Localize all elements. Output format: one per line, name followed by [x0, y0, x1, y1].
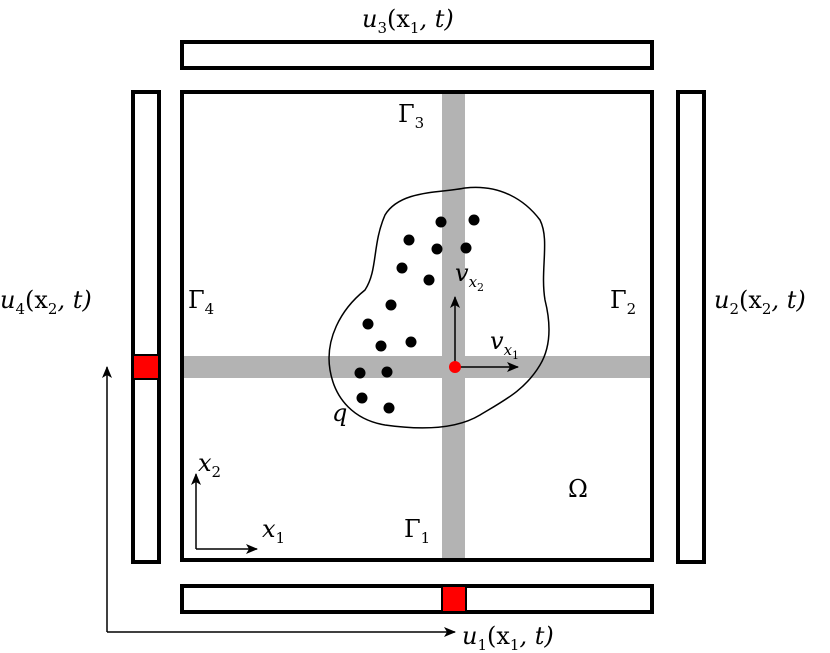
particle	[468, 214, 480, 226]
particle	[405, 336, 417, 348]
particle	[431, 243, 443, 255]
label-axis-x2: x2	[198, 449, 221, 481]
label-axis-x1: x1	[262, 515, 285, 547]
label-gamma3: Γ3	[398, 100, 424, 132]
label-q: q	[332, 399, 347, 427]
label-gamma4: Γ4	[188, 286, 214, 318]
label-gamma2: Γ2	[610, 286, 636, 318]
label-velocity-x1: vx1	[490, 327, 519, 362]
label-u4: u4(x2, t)	[0, 286, 92, 318]
actuator-cell-bottom	[441, 585, 467, 613]
domain-omega-box	[180, 90, 654, 562]
particle	[385, 299, 397, 311]
label-gamma1: Γ1	[404, 515, 430, 547]
label-velocity-x2: vx2	[455, 259, 484, 294]
particle	[403, 234, 415, 246]
particle	[354, 367, 366, 379]
boundary-strip-top	[180, 40, 654, 70]
velocity-origin-point	[449, 361, 461, 373]
particle	[396, 262, 408, 274]
label-omega: Ω	[568, 475, 588, 503]
particle-dots	[354, 214, 480, 414]
particle	[356, 392, 368, 404]
boundary-strip-bottom	[180, 584, 654, 614]
label-u1: u1(x1, t)	[462, 622, 554, 653]
vertical-section-band	[442, 94, 465, 558]
label-u2: u2(x2, t)	[714, 286, 806, 318]
particle	[375, 340, 387, 352]
particle	[381, 366, 393, 378]
boundary-strip-right	[676, 90, 706, 564]
label-u3: u3(x1, t)	[362, 5, 454, 37]
particle-region-outline	[328, 186, 550, 429]
particle	[383, 402, 395, 414]
particle	[362, 318, 374, 330]
particle	[460, 242, 472, 254]
particle	[435, 216, 447, 228]
horizontal-section-band	[184, 356, 650, 378]
particle	[423, 274, 435, 286]
actuator-cell-left	[132, 354, 160, 380]
boundary-strip-left	[131, 90, 161, 564]
